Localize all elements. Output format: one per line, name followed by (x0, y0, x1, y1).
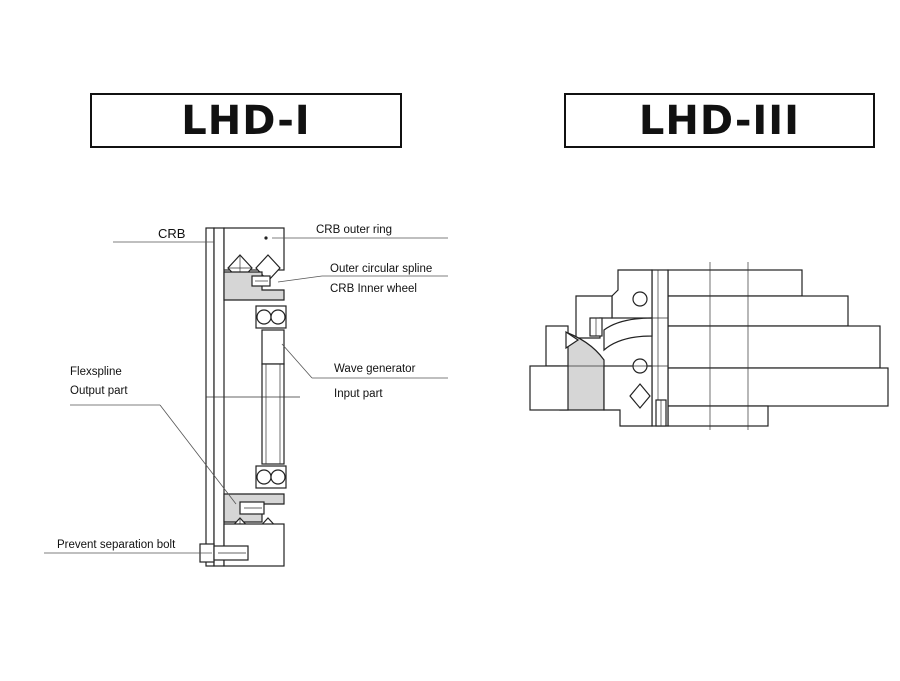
title-box-lhd-i: LHD-I (90, 93, 402, 148)
lhd-iii-drawing (529, 262, 889, 430)
title-box-lhd-iii: LHD-III (564, 93, 875, 148)
label-input-part: Input part (334, 388, 383, 400)
title-lhd-iii: LHD-III (638, 97, 801, 144)
label-outer-circular-spline: Outer circular spline (330, 263, 432, 275)
label-crb: CRB (158, 226, 185, 241)
label-output-part: Output part (70, 385, 128, 397)
lhd-i-drawing (199, 227, 300, 567)
title-lhd-i: LHD-I (181, 97, 311, 144)
lhd-i-leader-lines (44, 237, 448, 554)
label-crb-outer-ring: CRB outer ring (316, 224, 392, 236)
label-prevent-separation-bolt: Prevent separation bolt (57, 539, 176, 551)
lhd-i-labels: CRB CRB outer ring Outer circular spline… (57, 224, 432, 551)
label-wave-generator: Wave generator (334, 363, 416, 375)
label-crb-inner-wheel: CRB Inner wheel (330, 283, 417, 295)
label-flexspline: Flexspline (70, 366, 122, 378)
